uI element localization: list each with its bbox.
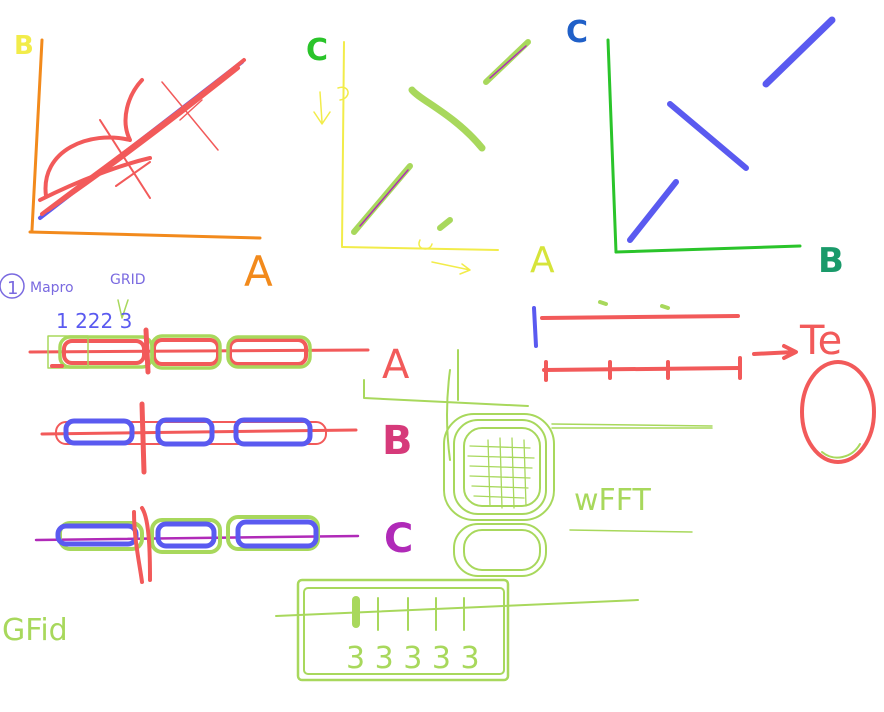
track-c-green-seg-2: [150, 518, 222, 554]
track-a-label: A: [382, 342, 410, 388]
right-circle-green: [821, 443, 861, 459]
plot2-x-axis: [341, 246, 499, 251]
track-c-red-stick: [132, 506, 152, 584]
track-b-segment-1: [63, 418, 135, 446]
fft-bottom-blob-2: [463, 529, 541, 571]
track-c-line: [34, 534, 360, 542]
plot-c-vs-a: [313, 39, 531, 275]
track-b-red-stick: [139, 401, 147, 475]
track-c-segment-3: [235, 519, 319, 549]
track-a-segment-1: [62, 339, 146, 365]
fft-bracket: [363, 349, 529, 461]
right-red-line-1: [540, 314, 740, 320]
track-a: [28, 327, 370, 375]
fft-axis-lines: [551, 423, 713, 533]
section-title-1: Mapro: [30, 280, 74, 296]
track-b: [40, 401, 358, 475]
plot2-green-dot: [437, 217, 453, 231]
plot3-blue-segment-1: [762, 16, 836, 88]
plot1-red-cross1: [99, 119, 151, 199]
track-a-red-stick: [143, 327, 151, 375]
track-b-segment-2: [155, 417, 215, 447]
track-c-label: C: [384, 516, 413, 562]
plot-c-vs-b: [606, 16, 836, 254]
bottom-box-ticks: [377, 597, 465, 631]
section-header: [0, 273, 129, 319]
bottom-box-outer: [296, 578, 510, 682]
fft-box-2: [453, 419, 547, 515]
track-c-segment-2: [155, 521, 217, 549]
fft-bottom-blob: [453, 523, 547, 577]
plot3-x-axis: [614, 244, 802, 254]
plot2-green-segment-2: [408, 86, 486, 152]
bottom-box-line: [275, 599, 639, 617]
track-c: [34, 506, 360, 584]
plot2-y-axis: [341, 41, 345, 247]
section-ticks: 1 222 3: [56, 309, 132, 333]
plot2-purple-trace: [359, 45, 527, 227]
fft-label: wFFT: [574, 483, 652, 518]
right-red-ticks: [544, 356, 742, 382]
plot1-y-label: B: [14, 31, 34, 61]
track-b-line: [40, 428, 358, 436]
bottom-box-inner: [303, 587, 505, 675]
right-arrow: [752, 344, 798, 360]
track-a-line: [28, 348, 370, 354]
plot3-blue-segment-3: [627, 179, 679, 243]
plot1-y-axis: [30, 38, 44, 232]
track-a-segment-3: [228, 338, 308, 366]
track-a-segment-2: [152, 338, 220, 366]
section-number: 1: [7, 278, 18, 299]
track-c-segment-1: [55, 523, 139, 547]
plot2-x-label: A: [530, 240, 555, 281]
right-circle: [800, 360, 876, 464]
right-arrow-label: Te: [799, 318, 842, 364]
fft-sketch: [363, 349, 713, 577]
fft-scribble: [467, 437, 535, 509]
plot1-red-cross2: [161, 81, 219, 151]
right-blue-bracket: [532, 306, 538, 348]
plot1-x-label: A: [244, 247, 273, 296]
track-b-segment-3: [233, 417, 313, 447]
plot-b-vs-a: [28, 38, 262, 240]
right-red-line-2: [542, 366, 742, 372]
bottom-box-numbers: 3 3 3 3 3: [346, 641, 480, 676]
plot1-red-curve: [38, 78, 152, 202]
plot3-y-axis: [606, 38, 618, 254]
plot2-yellow-annot: [313, 86, 471, 275]
plot3-blue-segment-2: [667, 101, 749, 171]
grid-label: GFid: [2, 613, 68, 648]
track-b-label: B: [382, 418, 413, 464]
bottom-box: [275, 578, 639, 682]
section-title-2: GRID: [110, 272, 146, 288]
right-green-dots: [598, 300, 670, 310]
fft-box-1: [443, 413, 555, 521]
section-tick-mark: [117, 299, 129, 319]
plot2-y-label: C: [306, 33, 328, 68]
plot1-red-line: [40, 58, 246, 216]
track-a-marker-box: [47, 335, 89, 369]
section-number-circle: [0, 273, 25, 299]
plot1-x-axis: [28, 230, 262, 240]
plot3-y-label: C: [566, 15, 588, 50]
track-a-green-seg-2: [150, 334, 222, 370]
track-a-green-seg-3: [226, 335, 312, 369]
plot3-x-label: B: [818, 241, 844, 281]
right-red-diagram: [532, 300, 876, 464]
